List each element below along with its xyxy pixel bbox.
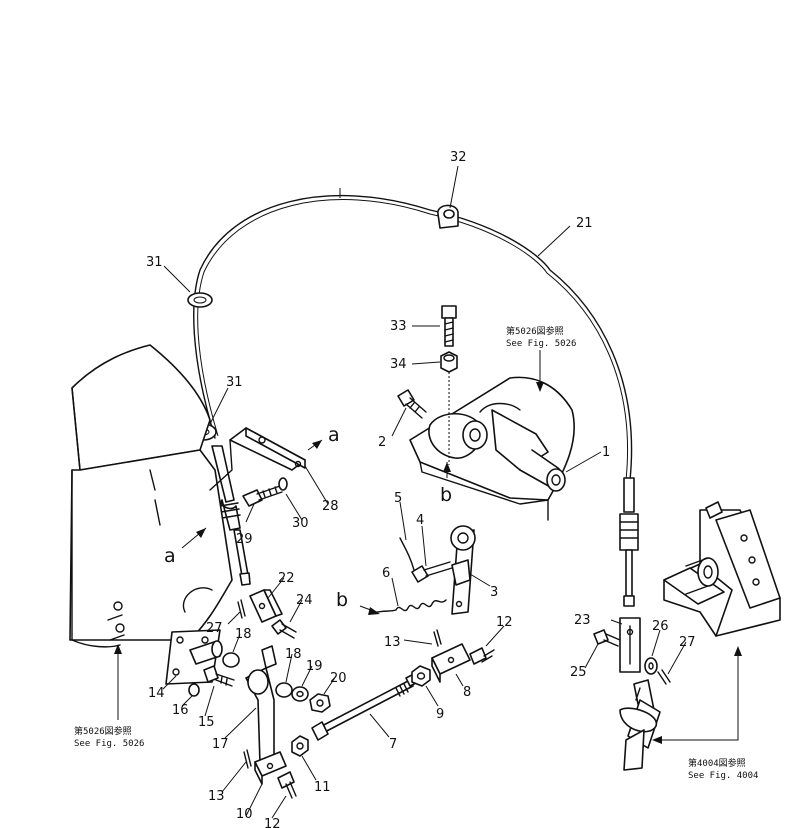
pedal-assembly-1 xyxy=(409,376,576,521)
cable-end-right xyxy=(619,477,639,607)
ref-5026-top-en: See Fig. 5026 xyxy=(506,339,576,349)
arrow-b-upper xyxy=(443,462,451,478)
washer-19 xyxy=(291,686,309,702)
callout-9: 9 xyxy=(436,707,444,722)
ref-5026-top-jp: 第5026図参照 xyxy=(506,325,564,337)
left-mounting-panel xyxy=(69,344,233,648)
callout-15: 15 xyxy=(198,715,215,730)
washer-26 xyxy=(644,657,658,675)
bracket-28 xyxy=(209,427,306,491)
callout-24: 24 xyxy=(296,593,313,608)
callout-8: 8 xyxy=(463,685,471,700)
bolt-12-lower xyxy=(277,771,297,799)
callout-22: 22 xyxy=(278,571,295,586)
callout-33: 33 xyxy=(390,319,407,334)
callout-20: 20 xyxy=(330,671,347,686)
callout-34: 34 xyxy=(390,357,407,372)
cable-clamp-31-upper xyxy=(187,292,213,308)
ref-arrow-5026-top xyxy=(536,350,544,392)
bolt-24 xyxy=(271,619,297,639)
callout-1: 1 xyxy=(602,445,610,460)
yoke-8 xyxy=(431,643,471,683)
callout-25: 25 xyxy=(570,665,587,680)
cotter-pin-13-upper xyxy=(433,629,442,647)
bolt-29 xyxy=(242,485,283,507)
bolt-33 xyxy=(441,305,457,347)
right-bracket xyxy=(663,501,781,637)
callout-19: 19 xyxy=(306,659,323,674)
yoke-10 xyxy=(254,751,287,785)
callout-7: 7 xyxy=(389,737,397,752)
cotter-pin-27-left xyxy=(237,599,246,619)
yoke-22 xyxy=(249,589,283,623)
callout-11: 11 xyxy=(314,780,331,795)
callout-31-upper: 31 xyxy=(146,255,163,270)
bolt-4 xyxy=(411,561,453,583)
callout-21: 21 xyxy=(576,216,593,231)
washer-30 xyxy=(278,477,288,491)
spring-6 xyxy=(369,599,447,615)
label-a-lower: a xyxy=(164,545,176,567)
bushing-18-b xyxy=(275,682,293,698)
ref-5026-left-jp: 第5026図参照 xyxy=(74,725,132,737)
washer-16 xyxy=(188,683,200,697)
callout-6: 6 xyxy=(382,566,390,581)
ref-4004-jp: 第4004図参照 xyxy=(688,757,746,769)
arrow-a-upper xyxy=(307,439,323,451)
callout-32: 32 xyxy=(450,150,467,165)
label-b-upper: b xyxy=(440,484,452,506)
lever-3 xyxy=(450,525,476,615)
cable-clamp-32 xyxy=(437,204,459,229)
callout-30: 30 xyxy=(292,516,309,531)
nut-34 xyxy=(440,351,458,373)
callout-14: 14 xyxy=(148,686,165,701)
callout-4: 4 xyxy=(416,513,424,528)
right-lever xyxy=(619,679,661,771)
bushing-18-a xyxy=(222,652,240,668)
arrow-b-lower xyxy=(359,605,380,615)
callout-10: 10 xyxy=(236,807,253,822)
callout-27-left: 27 xyxy=(206,621,223,636)
yoke-23 xyxy=(619,617,641,673)
arrow-a-lower xyxy=(181,527,207,549)
nut-9 xyxy=(411,665,431,687)
callout-17: 17 xyxy=(212,737,229,752)
callout-13-upper: 13 xyxy=(384,635,401,650)
cable-end-left xyxy=(211,445,251,586)
callout-31-lower: 31 xyxy=(226,375,243,390)
callout-3: 3 xyxy=(490,585,498,600)
callout-13-lower: 13 xyxy=(208,789,225,804)
callout-16: 16 xyxy=(172,703,189,718)
label-b-lower: b xyxy=(336,589,348,611)
callout-2: 2 xyxy=(378,435,386,450)
callout-18-a: 18 xyxy=(235,627,252,642)
label-a-upper: a xyxy=(328,424,340,446)
ref-4004-en: See Fig. 4004 xyxy=(688,771,758,781)
callout-28: 28 xyxy=(322,499,339,514)
callout-18-b: 18 xyxy=(285,647,302,662)
callout-29: 29 xyxy=(236,532,253,547)
bolt-12-upper xyxy=(469,647,495,665)
ref-arrow-5026-left xyxy=(114,644,122,720)
callout-26: 26 xyxy=(652,619,669,634)
nut-11 xyxy=(291,735,309,757)
leader-lines xyxy=(162,165,687,819)
cotter-pin-13-lower xyxy=(243,749,252,769)
callout-12-lower: 12 xyxy=(264,817,281,828)
callout-23: 23 xyxy=(574,613,591,628)
cotter-pin-27-right xyxy=(657,669,671,685)
callout-5: 5 xyxy=(394,491,402,506)
nut-20 xyxy=(309,693,331,713)
ref-5026-left-en: See Fig. 5026 xyxy=(74,739,144,749)
bolt-25 xyxy=(593,629,621,647)
ref-arrow-4004 xyxy=(652,646,742,744)
callout-27-right: 27 xyxy=(679,635,696,650)
bolt-15 xyxy=(203,665,235,687)
lever-17 xyxy=(245,645,277,765)
callout-12-upper: 12 xyxy=(496,615,513,630)
bolt-2 xyxy=(397,389,427,419)
